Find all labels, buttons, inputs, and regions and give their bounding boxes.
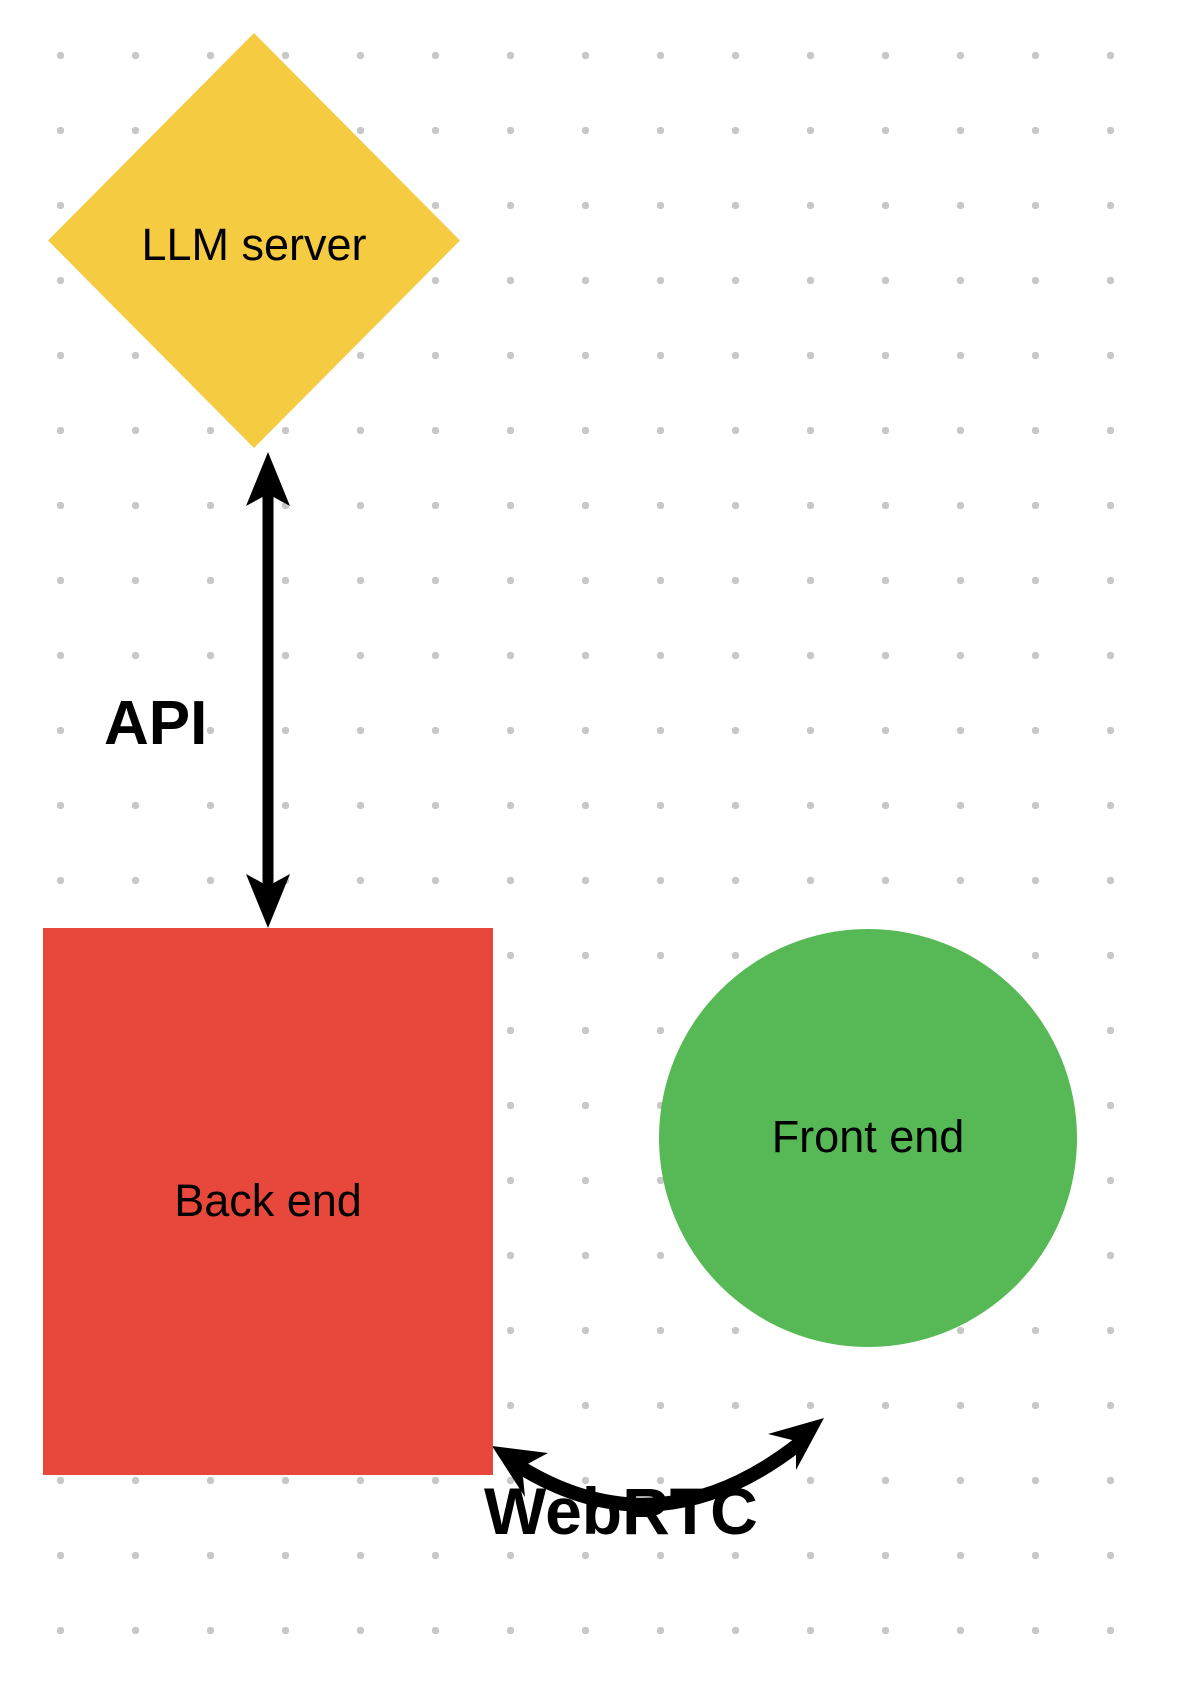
circle-shape [659, 929, 1077, 1347]
webrtc-edge-arrowhead-right [768, 1418, 824, 1470]
api-edge-arrowhead-bottom [246, 874, 290, 928]
api-edge[interactable] [246, 452, 290, 928]
square-shape [43, 928, 493, 1475]
node-back-end[interactable]: Back end [43, 928, 493, 1475]
edge-label-webrtc: WebRTC [484, 1474, 758, 1548]
edge-label-api: API [104, 689, 208, 758]
node-llm-server[interactable]: LLM server [48, 33, 460, 448]
api-edge-arrowhead-top [246, 452, 290, 506]
node-front-end[interactable]: Front end [659, 929, 1077, 1347]
diamond-shape [48, 33, 460, 448]
